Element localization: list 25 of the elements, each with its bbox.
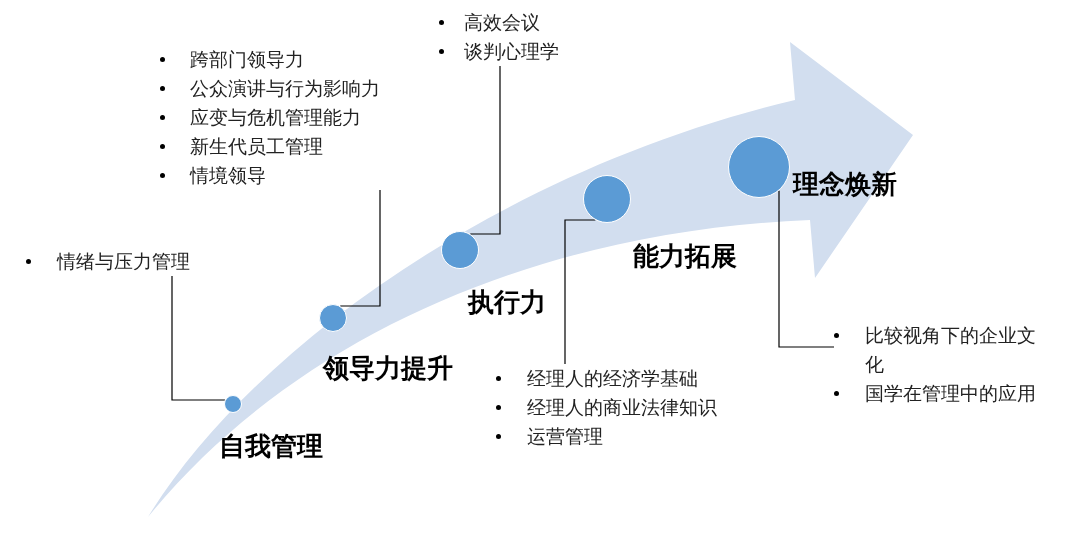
- list-item-text: 情绪与压力管理: [57, 249, 191, 274]
- list-item-text: 运营管理: [527, 424, 604, 449]
- leader-line: [778, 190, 835, 348]
- circle-marker: [224, 395, 242, 413]
- list-item-text: 比较视角下的企业文化: [865, 323, 1037, 377]
- leader-line: [171, 275, 226, 401]
- list-item-text: 跨部门领导力: [190, 47, 305, 72]
- list-item-text: 应变与危机管理能力: [190, 105, 362, 130]
- stage-label: 领导力提升: [323, 352, 453, 384]
- list-item-text: 经理人的经济学基础: [527, 366, 699, 391]
- list-item-text: 情境领导: [190, 163, 267, 188]
- list-item-text: 公众演讲与行为影响力: [190, 76, 381, 101]
- list-item-text: 经理人的商业法律知识: [527, 395, 718, 420]
- stage-label: 执行力: [468, 286, 546, 318]
- leader-line: [469, 65, 501, 235]
- list-item-text: 国学在管理中的应用: [865, 381, 1037, 406]
- stage-label: 理念焕新: [793, 168, 897, 200]
- list-item-text: 新生代员工管理: [190, 134, 324, 159]
- stage-label: 自我管理: [219, 430, 323, 462]
- list-item-text: 谈判心理学: [464, 39, 560, 64]
- circle-marker: [319, 304, 347, 332]
- stage-label: 能力拓展: [633, 240, 737, 272]
- leader-line: [564, 219, 596, 365]
- list-item-text: 高效会议: [464, 10, 541, 35]
- leader-line: [339, 189, 381, 307]
